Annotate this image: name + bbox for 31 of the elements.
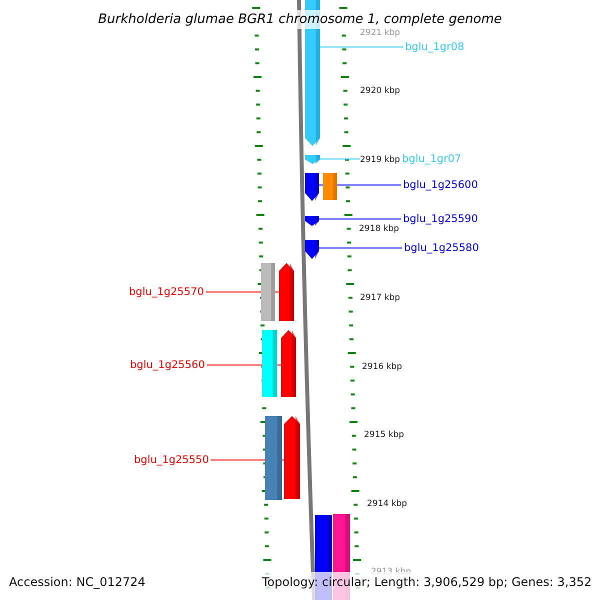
leader-line (320, 46, 404, 48)
gene-block (305, 155, 320, 164)
gene-block (265, 416, 282, 500)
scale-label: 2915 kbp (364, 430, 404, 440)
scale-label: 2921 kbp (360, 28, 400, 38)
scale-label: 2918 kbp (359, 224, 400, 234)
scale-label: 2920 kbp (360, 86, 400, 96)
gene-label: bglu_1gr08 (405, 41, 464, 53)
gene-label: bglu_1g25550 (134, 454, 209, 466)
gene-label: bglu_1g25590 (403, 213, 478, 225)
scale-label: 2916 kbp (362, 362, 402, 372)
gene-block (284, 416, 300, 499)
footer-text: Topology: circular; Length: 3,906,529 bp; Genes: 3,352 (262, 575, 592, 589)
leader-line (318, 218, 402, 220)
gene-block (262, 330, 277, 397)
gene-block (323, 173, 337, 200)
gene-block (305, 173, 319, 201)
gene-block (281, 330, 296, 397)
gene-block (279, 263, 294, 321)
gene-label: bglu_1g25570 (129, 286, 204, 298)
gene-block (261, 263, 275, 321)
gene-label: bglu_1g25560 (130, 359, 205, 371)
gene-label: bglu_1g25600 (403, 179, 478, 191)
scale-label: 2914 kbp (367, 499, 408, 509)
gene-label: bglu_1gr07 (402, 153, 462, 165)
gene-block (305, 216, 319, 226)
scale-label: 2917 kbp (360, 293, 400, 303)
scale-label: 2919 kbp (360, 155, 400, 165)
gene-block (305, 240, 319, 259)
gene-label: bglu_1g25580 (404, 242, 479, 254)
footer-text: Accession: NC_012724 (9, 575, 146, 589)
